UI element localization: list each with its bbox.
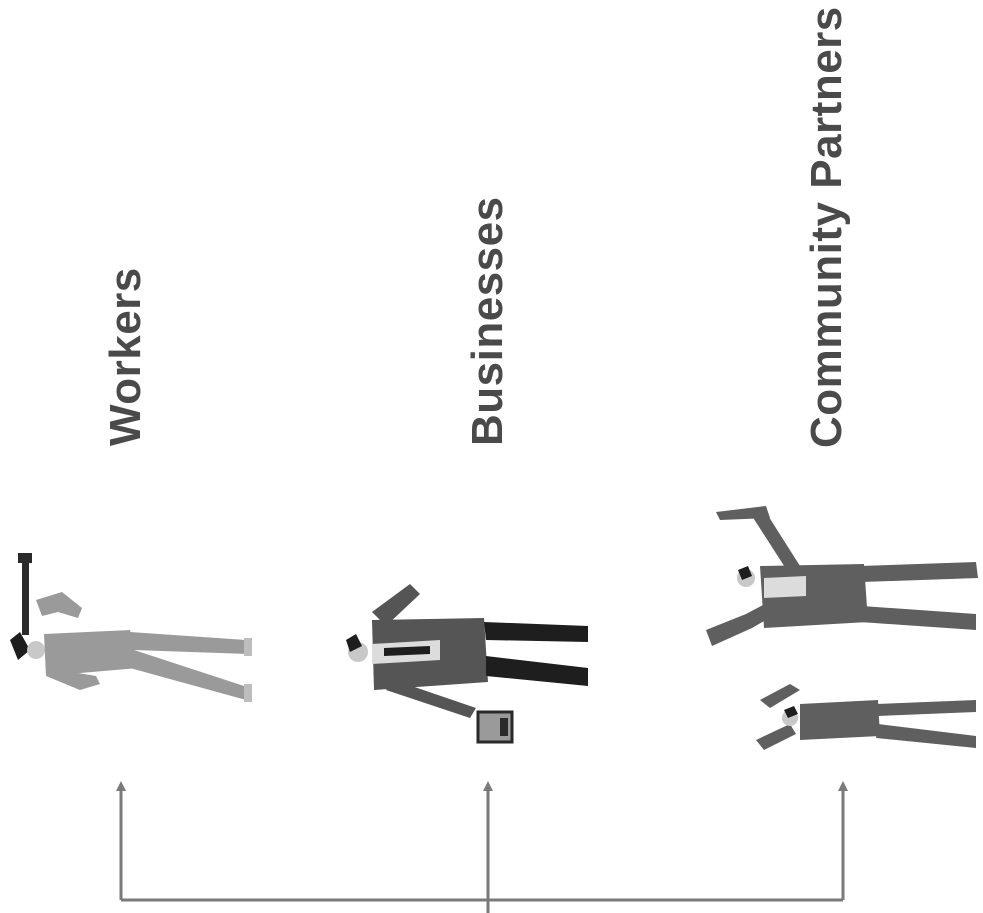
- worker-with-hammer-icon: [10, 553, 252, 702]
- connector-bracket: [121, 786, 843, 913]
- community-partners-icon: [706, 506, 978, 750]
- businessperson-with-briefcase-icon: [346, 584, 588, 742]
